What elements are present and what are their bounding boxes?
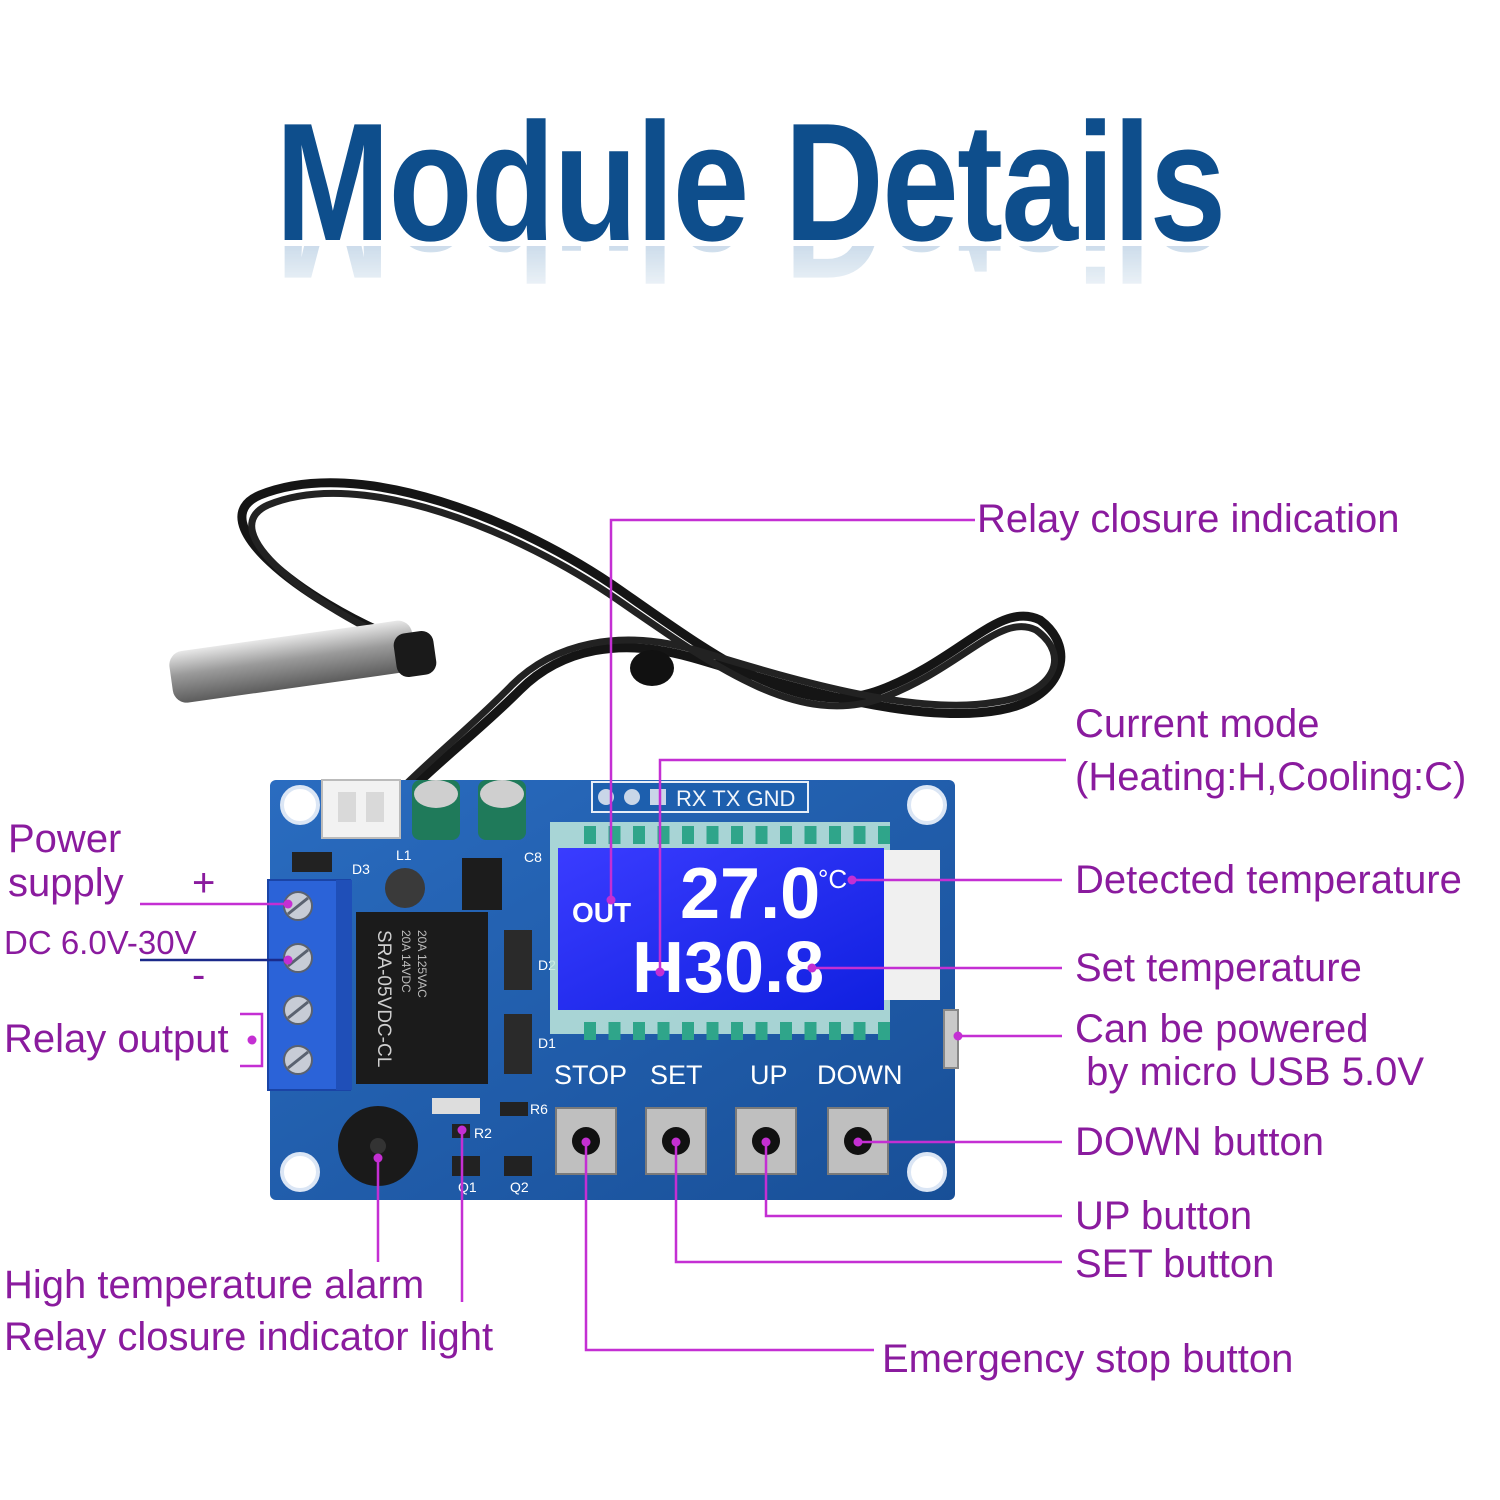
- leader-lines: [140, 518, 1066, 1352]
- leader-current-mode: [658, 758, 1066, 972]
- cable-tie: [630, 650, 674, 686]
- lcd-pin: [755, 1022, 768, 1040]
- lcd-pin: [853, 826, 866, 844]
- lcd-unit: °C: [818, 864, 847, 894]
- label-minus: -: [192, 953, 206, 997]
- silk-set: SET: [650, 1060, 703, 1090]
- probe-tube: [169, 620, 416, 703]
- serial-header-label: RX TX GND: [676, 786, 795, 811]
- lcd-pin: [706, 826, 719, 844]
- leader-up: [764, 1142, 1062, 1218]
- leader-stop: [584, 1142, 874, 1352]
- capacitors: [412, 780, 526, 840]
- terminal-block: [267, 879, 352, 1091]
- lcd-pin: [755, 826, 768, 844]
- silk-d3: D3: [352, 861, 370, 877]
- label-relay-indicator-light: Relay closure indicator light: [4, 1315, 494, 1359]
- relay: SRA-05VDC-CL 20A 14VDC 20A 125VAC: [356, 912, 488, 1084]
- lcd-set-temperature: H30.8: [632, 928, 824, 1008]
- silk-r2: R2: [474, 1125, 492, 1141]
- relay-spec-2: 20A 125VAC: [415, 930, 429, 998]
- leader-relay-output: [240, 1012, 264, 1068]
- lcd-pin: [804, 826, 817, 844]
- label-high-temp-alarm: High temperature alarm: [4, 1263, 425, 1307]
- label-up-button: UP button: [1075, 1194, 1253, 1238]
- label-set-temperature: Set temperature: [1075, 946, 1362, 990]
- page-title: Module Details: [275, 88, 1226, 276]
- lcd-temperature: 27.0: [680, 854, 820, 934]
- silk-stop: STOP: [554, 1060, 627, 1090]
- temperature-probe: [169, 478, 1066, 865]
- lcd-pin: [706, 1022, 719, 1040]
- lcd-pin: [853, 1022, 866, 1040]
- silk-down: DOWN: [817, 1060, 902, 1090]
- label-set-button: SET button: [1075, 1242, 1275, 1286]
- mount-hole-tr: [907, 785, 947, 825]
- pcb-board: RX TX GND D3 L1 C8 SRA-05VDC-CL 20A 14VD…: [267, 779, 959, 1200]
- lcd-display: OUT 27.0 °C H30.8: [550, 822, 940, 1034]
- silk-up: UP: [750, 1060, 788, 1090]
- label-usb-power: Can be powered: [1075, 1007, 1369, 1051]
- lcd-pin: [731, 1022, 743, 1040]
- lcd-pin: [731, 826, 743, 844]
- lcd-pin: [878, 826, 890, 844]
- lcd-pin: [829, 826, 841, 844]
- label-detected-temperature: Detected temperature: [1075, 858, 1462, 902]
- label-supply: supply: [8, 861, 124, 905]
- lcd-pin: [584, 826, 596, 844]
- leader-relay-closure: [609, 518, 975, 900]
- lcd-pin: [780, 1022, 792, 1040]
- leader-dots: [247, 875, 963, 1163]
- lcd-pin: [829, 1022, 841, 1040]
- lcd-pin: [633, 1022, 645, 1040]
- lcd-pin: [682, 826, 694, 844]
- silk-r6: R6: [530, 1101, 548, 1117]
- mount-hole-tl: [280, 785, 320, 825]
- label-emergency-stop: Emergency stop button: [882, 1337, 1294, 1381]
- inductor: [385, 868, 425, 908]
- relay-spec-1: 20A 14VDC: [399, 930, 413, 993]
- label-usb-power-detail: by micro USB 5.0V: [1075, 1050, 1425, 1094]
- label-current-mode-detail: (Heating:H,Cooling:C): [1075, 755, 1467, 799]
- label-relay-output: Relay output: [4, 1017, 229, 1061]
- lcd-pin: [633, 826, 645, 844]
- sensor-connector: [321, 779, 401, 839]
- relay-model: SRA-05VDC-CL: [373, 930, 394, 1067]
- leader-set: [674, 1142, 1062, 1264]
- lcd-pin: [804, 1022, 817, 1040]
- label-relay-closure-indication: Relay closure indication: [977, 497, 1400, 541]
- probe-cable: [237, 478, 1066, 865]
- silk-l1: L1: [396, 847, 412, 863]
- silk-c8: C8: [524, 849, 542, 865]
- label-plus: +: [192, 861, 216, 905]
- label-power: Power: [8, 817, 122, 861]
- ic-chip: [462, 858, 502, 910]
- silk-q2: Q2: [510, 1179, 529, 1195]
- lcd-pin: [657, 1022, 670, 1040]
- label-current-mode: Current mode: [1075, 702, 1320, 746]
- lcd-pin: [584, 1022, 596, 1040]
- mount-hole-bl: [280, 1152, 320, 1192]
- silk-d1: D1: [538, 1035, 556, 1051]
- lcd-pin: [608, 1022, 621, 1040]
- mount-hole-br: [907, 1152, 947, 1192]
- lcd-pin: [780, 826, 792, 844]
- lcd-pin: [682, 1022, 694, 1040]
- label-down-button: DOWN button: [1075, 1120, 1324, 1164]
- label-dc-range: DC 6.0V-30V: [4, 924, 197, 961]
- lcd-out: OUT: [572, 897, 631, 928]
- lcd-pin: [878, 1022, 890, 1040]
